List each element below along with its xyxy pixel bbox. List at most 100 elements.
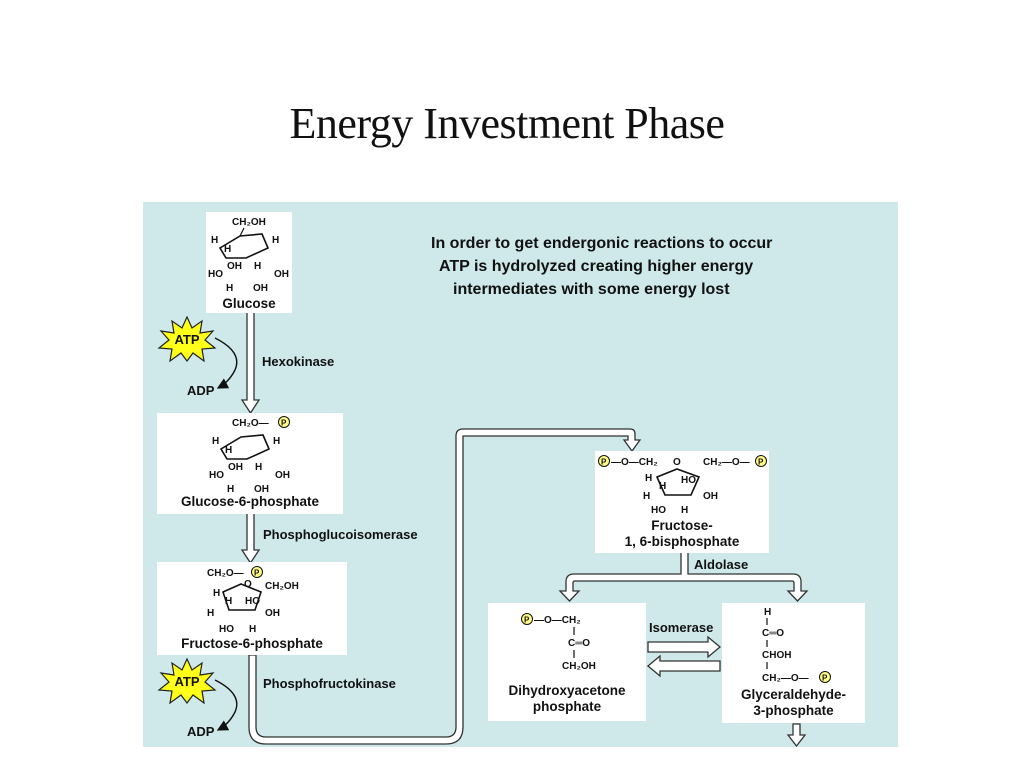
note-line-1: In order to get endergonic reactions to … [431, 235, 773, 252]
g3p-label-line-1: Glyceraldehyde- [740, 687, 847, 702]
svg-text:OH: OH [275, 470, 290, 481]
adp-2-label: ADP [187, 724, 215, 739]
atp-1-label: ATP [174, 332, 199, 347]
atp-star-2: ATP [157, 657, 217, 705]
svg-text:P: P [601, 458, 607, 467]
compound-dihydroxyacetone-phosphate: P —O—CH₂ C═O CH₂OH Dihydroxyacetone phos… [488, 603, 646, 721]
svg-text:H: H [681, 505, 688, 516]
svg-text:OH: OH [703, 491, 718, 502]
atp-2-label: ATP [174, 674, 199, 689]
fructose-1-6-bisphosphate-label-line-2: 1, 6-bisphosphate [624, 534, 740, 549]
svg-text:CH₂OH: CH₂OH [232, 217, 266, 228]
svg-text:H: H [225, 445, 232, 456]
svg-text:H: H [645, 473, 652, 484]
svg-text:P: P [254, 569, 260, 578]
svg-text:H: H [224, 244, 231, 255]
glucose-label: Glucose [222, 296, 276, 311]
svg-text:H: H [255, 462, 262, 473]
arrow-g6p-to-f6p [240, 511, 261, 565]
arrow-f6p-to-f16bp [248, 428, 642, 745]
glyceraldehyde-3-phosphate-structure: H C═O CHOH CH₂—O— P [762, 607, 831, 684]
svg-text:H: H [212, 436, 219, 447]
arrow-aldolase-split [558, 551, 809, 602]
compound-fructose-6-phosphate: CH₂O— P O CH₂OH H H HO H OH HO H Fructos… [157, 562, 347, 655]
fructose-1-6-bisphosphate-label-line-1: Fructose- [651, 518, 713, 533]
slide-title: Energy Investment Phase [289, 99, 725, 148]
glucose-6-phosphate-structure: CH₂O— P H H H OH H HO OH H OH [209, 416, 290, 495]
svg-text:CHOH: CHOH [762, 650, 791, 661]
arrow-g3p-down [786, 723, 807, 747]
g3p-label-line-2: 3-phosphate [753, 703, 834, 718]
svg-text:OH: OH [227, 261, 242, 272]
enzyme-isomerase: Isomerase [649, 620, 714, 635]
compound-fructose-1-6-bisphosphate: P —O—CH₂ O CH₂—O— P H H HO H OH HO H Fru… [595, 451, 769, 553]
svg-text:OH: OH [228, 462, 243, 473]
fructose-6-phosphate-label: Fructose-6-phosphate [181, 636, 323, 651]
svg-text:P: P [758, 458, 764, 467]
explanation-note: In order to get endergonic reactions to … [431, 232, 881, 301]
svg-text:OH: OH [253, 283, 268, 294]
svg-text:CH₂—O—: CH₂—O— [762, 673, 809, 684]
dhap-label-line-2: phosphate [532, 699, 602, 714]
svg-text:H: H [226, 283, 233, 294]
svg-text:H: H [273, 436, 280, 447]
glycolysis-diagram: ATP ADP ATP ADP Hexokinase Phosphoglucoi… [143, 202, 898, 747]
atp-star-icon: ATP [157, 657, 217, 705]
svg-text:P: P [524, 616, 530, 625]
note-line-3: intermediates with some energy lost [453, 281, 730, 298]
svg-text:C═O: C═O [568, 638, 590, 649]
svg-text:H: H [225, 596, 232, 607]
svg-text:H: H [764, 607, 771, 618]
svg-text:P: P [281, 419, 287, 428]
svg-text:HO: HO [681, 475, 696, 486]
glucose-structure: CH₂OH H H H OH H HO OH H OH [208, 217, 289, 294]
enzyme-hexokinase: Hexokinase [262, 354, 335, 369]
svg-text:OH: OH [274, 269, 289, 280]
svg-text:CH₂OH: CH₂OH [562, 661, 596, 672]
svg-text:CH₂OH: CH₂OH [265, 581, 299, 592]
pathway-arrows [214, 311, 809, 747]
atp-adp-curve-1 [214, 337, 238, 389]
svg-text:—O—CH₂: —O—CH₂ [611, 457, 658, 468]
fructose-6-phosphate-structure: CH₂O— P O CH₂OH H H HO H OH HO H [207, 566, 299, 635]
svg-text:H: H [213, 588, 220, 599]
svg-text:O: O [244, 579, 252, 590]
svg-text:C═O: C═O [762, 628, 784, 639]
svg-text:H: H [272, 235, 279, 246]
svg-text:HO: HO [208, 269, 223, 280]
svg-text:H: H [659, 481, 666, 492]
dhap-label-line-1: Dihydroxyacetone [508, 683, 626, 698]
atp-adp-curve-2 [214, 679, 238, 731]
enzyme-aldolase: Aldolase [694, 557, 749, 572]
svg-text:HO: HO [209, 470, 224, 481]
atp-star-1: ATP [157, 315, 217, 363]
svg-text:—O—CH₂: —O—CH₂ [534, 615, 581, 626]
svg-text:HO: HO [651, 505, 666, 516]
arrow-isomerase-forward [647, 635, 722, 659]
svg-text:P: P [822, 674, 828, 683]
atp-star-icon: ATP [157, 315, 217, 363]
svg-text:CH₂O—: CH₂O— [207, 568, 244, 579]
glucose-6-phosphate-label: Glucose-6-phosphate [180, 494, 320, 509]
svg-text:OH: OH [254, 484, 269, 495]
enzyme-phosphoglucoisomerase: Phosphoglucoisomerase [263, 527, 418, 542]
svg-text:H: H [254, 261, 261, 272]
compound-glucose: CH₂OH H H H OH H HO OH H OH Glucose [206, 212, 292, 313]
svg-text:HO: HO [245, 596, 260, 607]
svg-text:H: H [207, 608, 214, 619]
svg-text:CH₂—O—: CH₂—O— [703, 457, 750, 468]
compound-glucose-6-phosphate: CH₂O— P H H H OH H HO OH H OH Glucose-6-… [157, 413, 343, 514]
note-line-2: ATP is hydrolyzed creating higher energy [439, 258, 754, 275]
svg-text:H: H [227, 484, 234, 495]
svg-text:O: O [673, 457, 681, 468]
adp-1-label: ADP [187, 383, 215, 398]
enzyme-phosphofructokinase: Phosphofructokinase [263, 676, 396, 691]
svg-text:CH₂O—: CH₂O— [232, 418, 269, 429]
arrow-glucose-to-g6p [240, 311, 261, 415]
arrow-isomerase-reverse [646, 654, 721, 678]
svg-text:OH: OH [265, 608, 280, 619]
fructose-1-6-bisphosphate-structure: P —O—CH₂ O CH₂—O— P H H HO H OH HO H [598, 455, 767, 516]
svg-text:H: H [643, 491, 650, 502]
svg-text:H: H [211, 235, 218, 246]
svg-text:H: H [249, 624, 256, 635]
